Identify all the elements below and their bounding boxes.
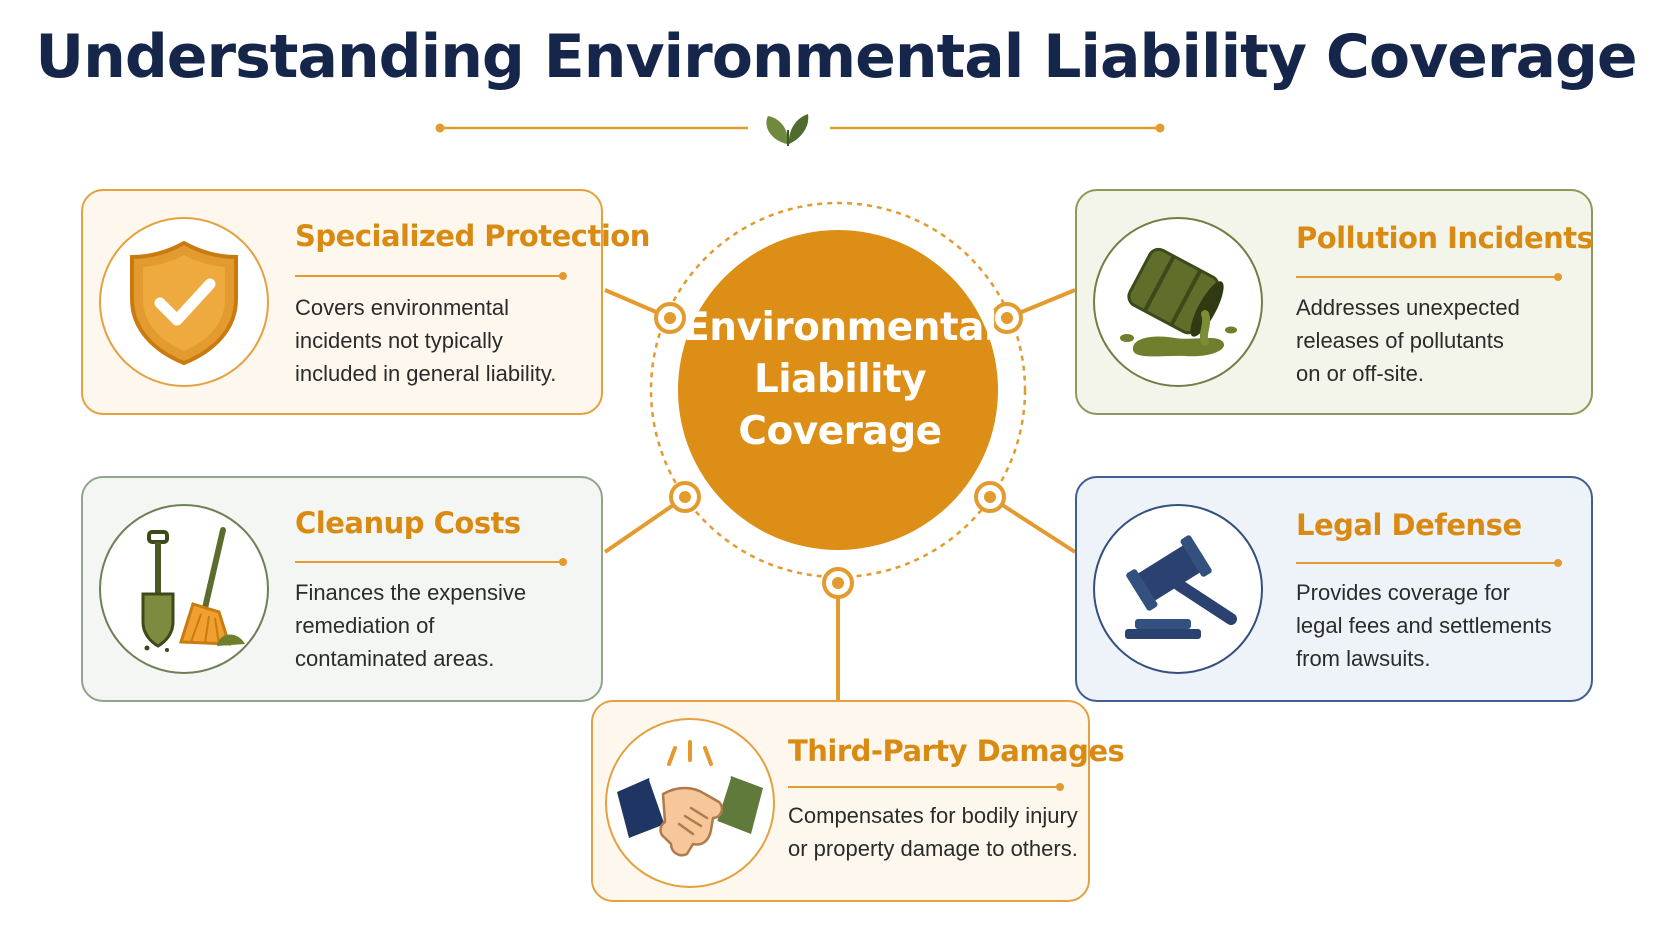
heading-rule: [295, 272, 567, 280]
card-heading: Third-Party Damages: [788, 734, 1125, 768]
card-cleanup-costs: Cleanup Costs Finances the expensive rem…: [81, 476, 603, 702]
description-line: Addresses unexpected: [1296, 295, 1520, 320]
icon-circle: [1093, 217, 1263, 387]
icon-circle: [1093, 504, 1263, 674]
card-heading: Legal Defense: [1296, 508, 1522, 542]
connector-cleanup: [603, 495, 687, 554]
heading-rule: [1296, 273, 1562, 281]
title-divider: [435, 114, 1165, 146]
hub-label-line: Liability: [753, 357, 927, 402]
card-description: Provides coverage for legal fees and set…: [1296, 576, 1586, 675]
leaf-icon: [766, 114, 809, 146]
connector-legal: [988, 495, 1077, 554]
card-heading: Pollution Incidents: [1296, 221, 1594, 255]
hub-label-line: Coverage: [738, 409, 942, 454]
connector-specialized: [604, 288, 671, 320]
heading-rule: [1296, 559, 1562, 567]
connector-pollution: [1006, 288, 1076, 320]
description-line: Provides coverage for: [1296, 580, 1510, 605]
card-legal-defense: Legal Defense Provides coverage for lega…: [1075, 476, 1593, 702]
spilled-barrel-icon: [1120, 247, 1237, 357]
handshake-icon: [617, 740, 763, 857]
card-description: Covers environmental incidents not typic…: [295, 291, 585, 390]
description-line: on or off-site.: [1296, 361, 1424, 386]
icon-circle: [99, 217, 269, 387]
description-line: Finances the expensive: [295, 580, 527, 605]
description-line: releases of pollutants: [1296, 328, 1504, 353]
card-description: Finances the expensive remediation of co…: [295, 576, 585, 675]
hub-label: Environmental Liability Coverage: [680, 302, 1000, 458]
shield-check-icon: [130, 240, 238, 366]
heading-rule: [295, 558, 567, 566]
hub-label-line: Environmental: [683, 305, 997, 350]
description-line: incidents not typically: [295, 328, 503, 353]
gavel-icon: [1125, 535, 1237, 639]
card-third-party-damages: Third-Party Damages Compensates for bodi…: [591, 700, 1125, 902]
card-heading: Cleanup Costs: [295, 506, 521, 540]
heading-rule: [788, 783, 1064, 791]
page-title: Understanding Environmental Liability Co…: [35, 22, 1637, 92]
card-description: Compensates for bodily injury or propert…: [788, 799, 1088, 865]
description-line: from lawsuits.: [1296, 646, 1431, 671]
card-pollution-incidents: Pollution Incidents Addresses unexpected…: [1075, 189, 1594, 415]
card-heading: Specialized Protection: [295, 219, 650, 253]
description-line: or property damage to others.: [788, 836, 1078, 861]
description-line: Covers environmental: [295, 295, 509, 320]
description-line: remediation of: [295, 613, 435, 638]
icon-circle: [99, 504, 269, 674]
card-specialized-protection: Specialized Protection Covers environmen…: [81, 189, 650, 415]
description-line: included in general liability.: [295, 361, 557, 386]
description-line: Compensates for bodily injury: [788, 803, 1078, 828]
description-line: legal fees and settlements: [1296, 613, 1552, 638]
icon-circle: [605, 718, 775, 888]
card-description: Addresses unexpected releases of polluta…: [1296, 291, 1586, 390]
description-line: contaminated areas.: [295, 646, 495, 671]
shovel-broom-icon: [141, 527, 245, 652]
